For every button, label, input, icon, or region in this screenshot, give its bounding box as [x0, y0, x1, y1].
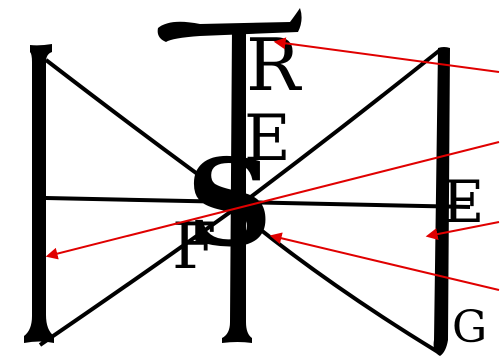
letter-e-middle: E — [244, 102, 291, 176]
svg-text:E: E — [244, 102, 291, 176]
arrow-to-r — [276, 42, 499, 72]
svg-text:G: G — [452, 302, 487, 353]
letter-g: G — [452, 302, 487, 353]
svg-text:F: F — [172, 210, 216, 284]
letter-r: R — [246, 23, 302, 107]
left-vertical-stroke — [24, 44, 54, 343]
letter-f: F — [172, 210, 216, 284]
svg-text:R: R — [246, 23, 302, 107]
